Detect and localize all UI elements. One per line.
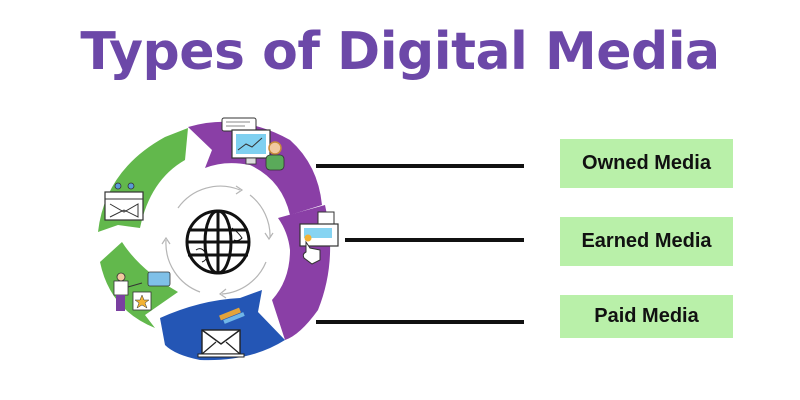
blue-bottom-segment — [160, 290, 285, 361]
page-title: Types of Digital Media — [80, 22, 720, 82]
label-paid-media-text: Paid Media — [594, 305, 699, 327]
monitor-presenter-icon — [221, 117, 285, 171]
cycle-arrows-icon — [161, 185, 274, 299]
label-owned-media-text: Owned Media — [582, 152, 711, 174]
mail-calendar-icon — [104, 182, 144, 221]
connector-line-earned — [345, 238, 524, 242]
green-lower-segment — [100, 242, 178, 328]
connector-line-paid — [316, 320, 524, 324]
label-earned-media: Earned Media — [560, 217, 733, 266]
label-owned-media: Owned Media — [560, 139, 733, 188]
purple-top-segment — [188, 121, 322, 215]
connector-line-owned — [316, 164, 524, 168]
globe-icon — [185, 209, 251, 275]
presenter-star-chat-icon — [113, 271, 171, 311]
envelope-pencil-icon — [197, 307, 245, 358]
touch-screen-icon — [299, 211, 339, 265]
label-paid-media: Paid Media — [560, 295, 733, 338]
label-earned-media-text: Earned Media — [581, 230, 712, 252]
